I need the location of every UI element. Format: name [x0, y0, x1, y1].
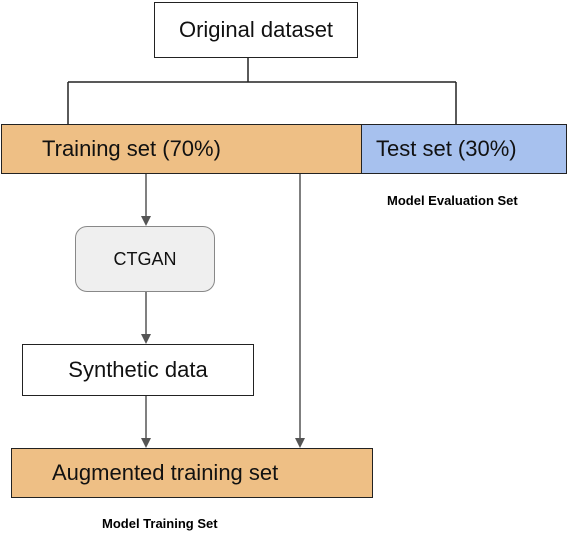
node-synthetic-data-label: Synthetic data: [68, 357, 208, 382]
node-augmented-training-set: Augmented training set: [11, 448, 373, 498]
caption-model-evaluation-set: Model Evaluation Set: [387, 193, 518, 208]
node-ctgan: CTGAN: [75, 226, 215, 292]
node-test-set-label: Test set (30%): [376, 136, 517, 161]
node-training-set-label: Training set (70%): [42, 136, 221, 161]
node-synthetic-data: Synthetic data: [22, 344, 254, 396]
node-training-set: Training set (70%): [1, 124, 362, 174]
node-original-dataset-label: Original dataset: [178, 17, 334, 42]
caption-model-training-set: Model Training Set: [102, 516, 218, 531]
node-original-dataset: Original dataset: [154, 2, 358, 58]
node-augmented-training-set-label: Augmented training set: [52, 460, 279, 485]
node-test-set: Test set (30%): [361, 124, 567, 174]
node-ctgan-label: CTGAN: [113, 248, 177, 269]
